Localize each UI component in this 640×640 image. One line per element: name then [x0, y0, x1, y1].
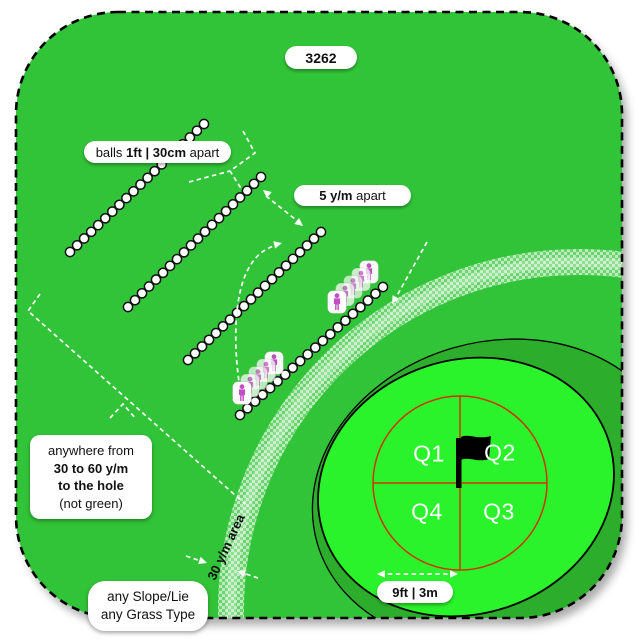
- golf-ball: [273, 267, 285, 278]
- golf-ball: [308, 233, 320, 245]
- golf-ball: [182, 354, 194, 366]
- golf-ball: [248, 178, 260, 190]
- golf-ball: [191, 125, 203, 137]
- golf-ball: [238, 300, 250, 312]
- golf-ball: [149, 165, 160, 177]
- arrowhead: [273, 241, 282, 249]
- ball-rows-layer: [64, 118, 389, 421]
- golf-ball: [294, 246, 306, 258]
- golf-ball: [178, 246, 190, 258]
- golf-ball: [99, 212, 111, 224]
- golf-ball: [199, 226, 211, 238]
- arrowhead: [392, 295, 400, 304]
- golf-ball: [189, 347, 201, 359]
- golf-ball: [142, 172, 153, 184]
- golf-ball: [362, 295, 374, 306]
- arrowhead: [198, 556, 207, 564]
- golf-ball: [78, 233, 90, 244]
- golf-ball: [242, 402, 253, 414]
- golf-ball: [203, 334, 215, 346]
- players-layer: [232, 260, 379, 405]
- golf-ball: [315, 226, 327, 238]
- golf-ball: [64, 246, 76, 258]
- golf-ball: [206, 219, 218, 231]
- golf-ball: [198, 118, 210, 130]
- golf-ball: [252, 287, 264, 298]
- golf-ball: [332, 322, 344, 333]
- golf-ball: [347, 308, 359, 320]
- thirty-ym-band: [218, 249, 622, 618]
- golf-ball: [234, 409, 246, 421]
- golf-ball: [245, 294, 257, 305]
- golf-ball: [85, 226, 97, 238]
- golf-ball: [302, 349, 314, 360]
- golf-ball: [301, 240, 313, 251]
- flag-pole: [456, 438, 462, 488]
- golf-ball: [164, 260, 176, 272]
- area-dashed-border: [14, 10, 624, 620]
- golf-ball: [280, 260, 292, 272]
- shot-direction-dashed-line: [26, 293, 246, 505]
- golf-ball: [234, 192, 246, 203]
- golf-ball: [128, 186, 139, 197]
- golf-ball: [355, 301, 366, 313]
- golf-ball: [340, 315, 351, 327]
- golf-ball: [150, 274, 162, 285]
- shot-line-arrow-mark: [109, 402, 137, 420]
- golf-ball: [377, 281, 389, 293]
- golf-ball: [114, 199, 125, 211]
- golf-ball: [135, 179, 146, 190]
- golf-ball: [157, 267, 169, 279]
- arrowhead: [450, 570, 458, 578]
- golf-ball: [122, 301, 134, 313]
- flag-banner: [461, 435, 491, 461]
- arrowheads: [198, 190, 400, 578]
- arrowhead: [263, 190, 272, 198]
- arrowhead: [237, 570, 246, 578]
- arrowhead: [377, 570, 385, 578]
- golf-ball: [287, 253, 299, 265]
- golf-ball: [106, 206, 118, 217]
- golf-ball: [136, 287, 148, 299]
- golf-ball: [92, 219, 104, 231]
- golf-ball: [259, 280, 271, 292]
- golf-ball: [213, 212, 225, 224]
- golf-ball: [129, 294, 141, 306]
- walk-direction-line: [393, 241, 428, 302]
- golf-ball: [309, 342, 321, 353]
- golf-ball: [255, 171, 267, 183]
- golf-ball: [294, 355, 306, 367]
- golf-ball: [370, 288, 381, 300]
- golf-ball: [324, 328, 336, 340]
- player-icon: [327, 290, 347, 314]
- golf-ball: [227, 199, 239, 210]
- golf-ball: [121, 192, 132, 204]
- golf-ball: [317, 335, 329, 347]
- golf-ball: [266, 273, 278, 285]
- golf-ball: [241, 185, 253, 197]
- next-row-path-dashed: [228, 130, 257, 191]
- golf-ball: [224, 314, 236, 325]
- golf-ball: [171, 253, 183, 265]
- flag-icon: [456, 435, 491, 488]
- arrowhead: [294, 218, 303, 226]
- golf-ball: [287, 362, 299, 374]
- golf-ball: [196, 341, 208, 352]
- player-icon: [232, 381, 252, 405]
- golf-ball: [210, 327, 222, 339]
- golf-ball: [220, 205, 232, 217]
- next-row-path-dashed-2: [188, 170, 231, 183]
- putting-green: [317, 356, 615, 618]
- golf-ball: [143, 281, 155, 292]
- golf-ball: [272, 375, 283, 387]
- golf-ball: [71, 239, 83, 251]
- thirty-ym-band-highlight: [226, 257, 622, 618]
- golf-ball: [185, 240, 197, 251]
- golf-ball: [192, 233, 204, 244]
- golf-ball: [279, 369, 291, 380]
- golf-ball: [217, 320, 229, 332]
